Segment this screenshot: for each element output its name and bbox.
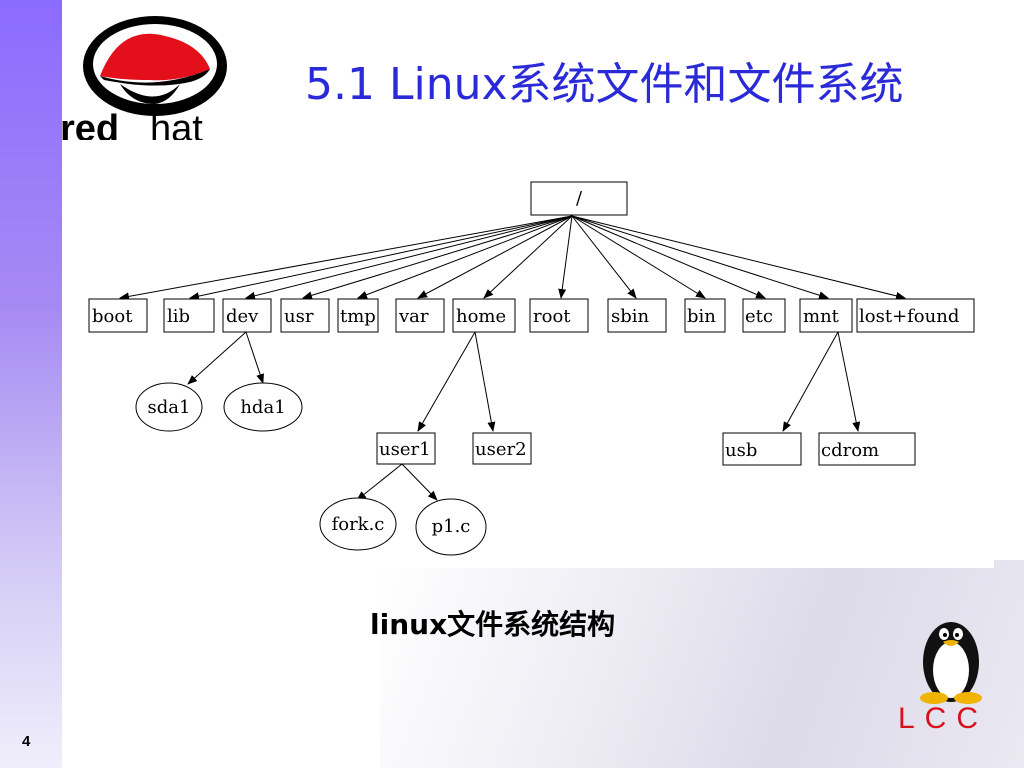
node-var: var (395, 298, 445, 333)
diagram-panel (62, 140, 994, 568)
node-p1-c: p1.c (415, 498, 487, 556)
node-boot-label: boot (92, 306, 133, 327)
slide-title: 5.1 Linux系统文件和文件系统 (305, 59, 904, 110)
node-lost-found-label: lost+found (859, 306, 959, 327)
node-home-label: home (456, 306, 506, 327)
node-lost-found: lost+found (856, 298, 975, 333)
node-fork-c: fork.c (319, 497, 397, 551)
node-usb: usb (722, 432, 802, 466)
node-dev: dev (222, 298, 272, 333)
node-tmp: tmp (337, 298, 379, 333)
node-var-label: var (398, 306, 429, 327)
node-bin: bin (684, 298, 726, 333)
node-user1: user1 (376, 432, 436, 465)
child-edges (187, 331, 861, 501)
node-dev-label: dev (226, 306, 259, 327)
node-cdrom-label: cdrom (821, 440, 879, 461)
node-lib: lib (163, 298, 215, 333)
node-root-dir: / (530, 181, 628, 216)
node-root: root (529, 298, 589, 333)
node-p1-c-label: p1.c (432, 516, 471, 537)
node-cdrom: cdrom (818, 432, 916, 466)
node-tmp-label: tmp (340, 306, 376, 327)
node-lib-label: lib (167, 306, 190, 327)
node-etc: etc (742, 298, 786, 333)
node-user2: user2 (472, 432, 532, 465)
tux-penguin-icon: LCC (898, 622, 988, 732)
node-boot: boot (88, 298, 148, 333)
node-sda1: sda1 (135, 382, 203, 432)
node-root-child-label: root (533, 306, 571, 327)
page-number: 4 (22, 733, 31, 750)
node-home: home (452, 298, 516, 333)
node-sbin: sbin (607, 298, 667, 333)
node-sbin-label: sbin (611, 306, 650, 327)
node-hda1: hda1 (223, 382, 303, 432)
lcc-badge-text: LCC (898, 702, 988, 732)
node-hda1-label: hda1 (240, 397, 285, 418)
node-usb-label: usb (725, 440, 757, 461)
node-fork-c-label: fork.c (332, 514, 385, 535)
node-root-label: / (576, 188, 583, 209)
node-user1-label: user1 (379, 439, 431, 460)
node-etc-label: etc (745, 306, 773, 327)
node-bin-label: bin (687, 306, 716, 327)
diagram-caption: linux文件系统结构 (370, 608, 616, 641)
node-usr-label: usr (284, 306, 314, 327)
root-edges (119, 215, 906, 301)
background-keyboard-image (380, 560, 1024, 768)
node-mnt-label: mnt (803, 306, 840, 327)
node-mnt: mnt (799, 298, 853, 333)
node-sda1-label: sda1 (148, 397, 191, 418)
node-usr: usr (280, 298, 330, 333)
left-accent-bar (0, 0, 62, 768)
node-user2-label: user2 (475, 439, 527, 460)
